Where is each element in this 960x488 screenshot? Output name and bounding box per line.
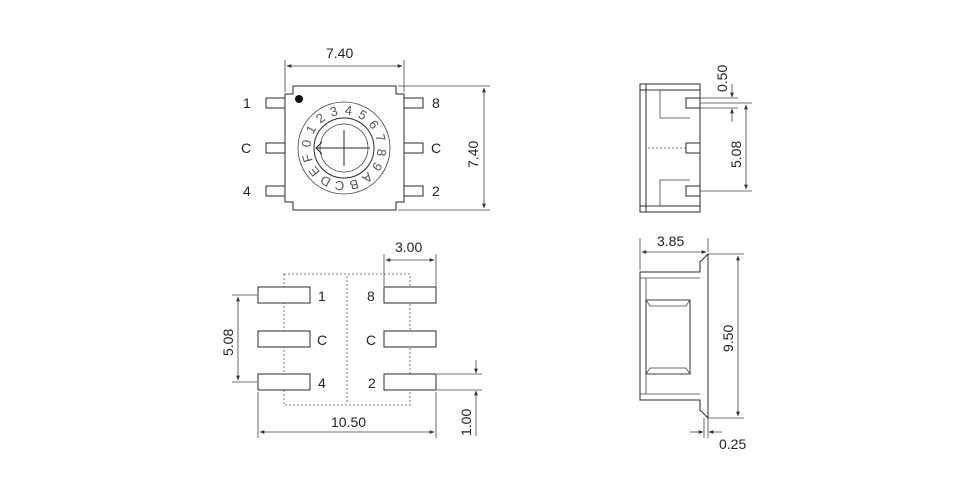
dial-char-f: F	[299, 152, 316, 164]
pin-c-left-lead	[265, 142, 286, 154]
dial-char-3: 3	[328, 103, 339, 119]
end-view: 3.85 9.50 0.25	[639, 233, 746, 452]
end-body-outline	[639, 252, 709, 420]
dial-char-7: 7	[372, 132, 388, 143]
dial-char-b: B	[348, 176, 360, 193]
side-lead-bottom	[685, 185, 701, 197]
dim-end-height: 9.50	[720, 325, 736, 352]
pad-1	[257, 286, 311, 304]
dial-char-1: 1	[303, 123, 320, 137]
pin-label-2: 2	[432, 183, 440, 199]
pin-2-lead	[403, 185, 424, 197]
dim-footprint-pitch: 5.08	[220, 329, 236, 356]
pad-8	[383, 286, 437, 304]
dim-pad-length: 3.00	[395, 239, 422, 255]
side-view: 0.50 5.08	[639, 65, 752, 213]
end-window	[645, 299, 691, 375]
end-body-detail	[640, 277, 700, 395]
footprint-view: 1 C 4 8 C 2 3.00 5.08 10.50 1.00	[220, 239, 482, 438]
side-inner-step	[646, 89, 690, 207]
side-lead-mid	[685, 142, 701, 154]
pad-label-c-left: C	[317, 332, 327, 348]
pin-1-lead	[265, 97, 286, 109]
side-lead-top	[685, 97, 701, 109]
pad-c-left	[257, 330, 311, 348]
dial-char-c: C	[334, 178, 345, 194]
dim-top-height: 7.40	[465, 141, 481, 168]
pad-label-1: 1	[318, 288, 326, 304]
pin-label-c-right: C	[431, 140, 441, 156]
rotor-arrow-icon	[315, 130, 370, 166]
dial-char-4: 4	[344, 102, 353, 118]
dial-outer-ring	[297, 101, 391, 195]
dim-end-lead: 0.25	[719, 436, 746, 452]
dim-side-pitch: 5.08	[728, 141, 744, 168]
dim-pad-width: 1.00	[458, 409, 474, 436]
pin-label-c-left: C	[241, 140, 251, 156]
pad-label-2: 2	[368, 375, 376, 391]
pad-label-8: 8	[367, 288, 375, 304]
dim-top-width: 7.40	[326, 45, 353, 61]
pin-label-8: 8	[432, 95, 440, 111]
dial-char-5: 5	[356, 107, 370, 124]
dial-char-9: 9	[369, 160, 386, 174]
pad-c-right	[383, 330, 437, 348]
dim-side-top: 0.50	[714, 65, 730, 92]
dim-end-depth: 3.85	[657, 233, 684, 249]
pin-4-lead	[265, 185, 286, 197]
pad-label-4: 4	[318, 375, 326, 391]
switch-body-outline	[284, 85, 405, 211]
pin-c-right-lead	[403, 142, 424, 154]
pad-2	[383, 373, 437, 391]
pad-label-c-right: C	[366, 332, 376, 348]
dim-footprint-width: 10.50	[331, 414, 366, 430]
pad-4	[257, 373, 311, 391]
end-window-bevel	[645, 299, 691, 375]
pin1-marker-dot	[295, 95, 303, 103]
rotor-ring	[313, 117, 375, 179]
pin-label-1: 1	[243, 95, 251, 111]
pin-8-lead	[403, 97, 424, 109]
dial-char-8: 8	[374, 148, 390, 157]
dial-char-0: 0	[298, 139, 314, 148]
pin-label-4: 4	[243, 183, 251, 199]
